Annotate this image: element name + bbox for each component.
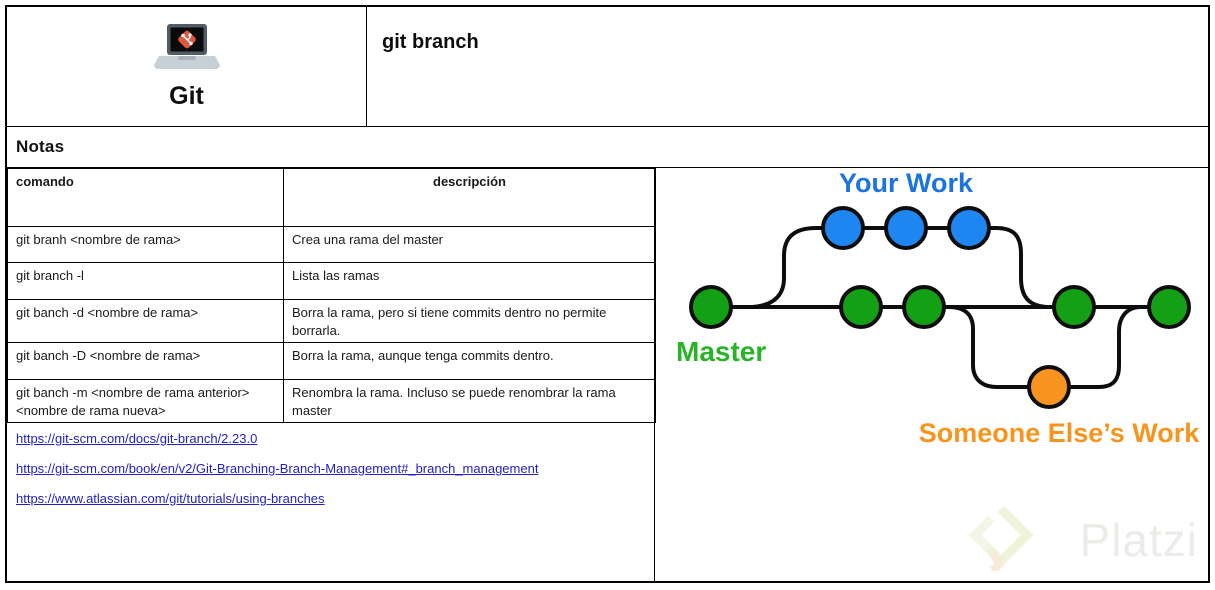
command-cell: git branch -l	[7, 262, 284, 300]
git-laptop-icon	[149, 23, 225, 80]
notes-heading-row: Notas	[7, 127, 1208, 168]
header-cell-title: git branch	[368, 7, 1208, 127]
master-commit	[902, 285, 946, 329]
header-row: Git git branch	[7, 7, 1208, 127]
header-cell-git: Git	[7, 7, 367, 127]
reference-links: https://git-scm.com/docs/git-branch/2.23…	[7, 423, 654, 527]
master-commit	[689, 285, 733, 329]
description-cell: Borra la rama, aunque tenga commits dent…	[283, 342, 656, 381]
description-cell: Borra la rama, pero si tiene commits den…	[283, 298, 656, 344]
table-row: git banch -D <nombre de rama> Borra la r…	[7, 342, 656, 381]
git-branch-diagram: Your Work Master Someone Else’s Work	[676, 168, 1201, 448]
master-commit	[1052, 285, 1096, 329]
your-work-commit	[884, 206, 928, 250]
notes-heading: Notas	[16, 137, 65, 156]
command-cell: git banch -m <nombre de rama anterior> <…	[7, 379, 284, 424]
command-cell: git banch -d <nombre de rama>	[7, 298, 284, 344]
your-work-label: Your Work	[839, 168, 974, 198]
link-git-docs[interactable]: https://git-scm.com/docs/git-branch/2.23…	[16, 431, 258, 447]
your-work-commit	[821, 206, 865, 250]
commands-table: comando descripción git branh <nombre de…	[7, 168, 656, 424]
document-page: Git git branch Notas comando descripción…	[5, 5, 1210, 583]
diagram-pane: Your Work Master Someone Else’s Work Pla…	[656, 168, 1208, 581]
description-cell: Renombra la rama. Incluso se puede renom…	[283, 379, 656, 424]
table-row: git banch -m <nombre de rama anterior> <…	[7, 379, 656, 424]
someone-else-commit	[1027, 365, 1071, 409]
column-header-descripcion: descripción	[283, 168, 656, 227]
app-title: Git	[169, 82, 204, 110]
master-commit	[839, 285, 883, 329]
description-cell: Crea una rama del master	[283, 226, 656, 263]
master-commit	[1147, 285, 1191, 329]
your-work-commit	[947, 206, 991, 250]
table-row: git branch -l Lista las ramas	[7, 262, 656, 300]
page-title: git branch	[382, 31, 479, 53]
table-row: git branh <nombre de rama> Crea una rama…	[7, 226, 656, 263]
link-atlassian-tutorial[interactable]: https://www.atlassian.com/git/tutorials/…	[16, 491, 325, 507]
content-area: comando descripción git branh <nombre de…	[7, 168, 1208, 581]
table-row: git banch -d <nombre de rama> Borra la r…	[7, 298, 656, 344]
master-label: Master	[676, 336, 766, 367]
description-cell: Lista las ramas	[283, 262, 656, 300]
table-header-row: comando descripción	[7, 168, 656, 227]
commands-pane: comando descripción git branh <nombre de…	[7, 168, 656, 581]
someone-else-label: Someone Else’s Work	[919, 418, 1201, 448]
link-git-book[interactable]: https://git-scm.com/book/en/v2/Git-Branc…	[16, 461, 539, 477]
column-header-comando: comando	[7, 168, 284, 227]
command-cell: git banch -D <nombre de rama>	[7, 342, 284, 381]
command-cell: git branh <nombre de rama>	[7, 226, 284, 263]
